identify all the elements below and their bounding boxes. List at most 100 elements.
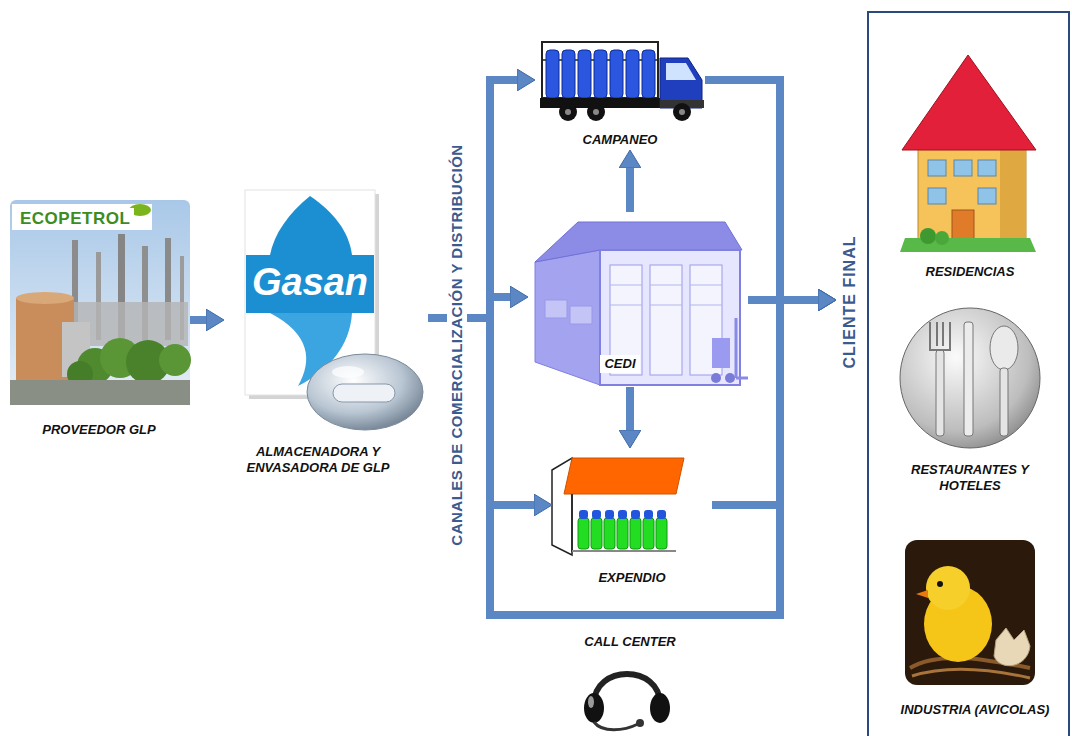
- refinery-photo: [12, 204, 152, 230]
- flow-arrow: [190, 316, 206, 324]
- truck-icon: [666, 63, 696, 80]
- refinery-photo: [159, 344, 191, 376]
- house-icon: [978, 160, 996, 176]
- truck-icon: [626, 50, 639, 98]
- channel-bracket: [490, 80, 780, 615]
- channel-bracket: [490, 80, 780, 615]
- outlet-icon: [656, 518, 667, 549]
- channel-box: EXPENDIO: [552, 448, 712, 588]
- warehouse-icon: [570, 306, 592, 324]
- plant-logo: [270, 196, 352, 255]
- cutlery-icon: [900, 308, 1040, 448]
- truck-icon: [587, 103, 605, 121]
- cutlery-icon: [1000, 368, 1008, 436]
- cutlery-icon: [990, 326, 1018, 370]
- caption: PROVEEDOR GLP: [42, 422, 155, 438]
- caption: CEDI: [600, 355, 639, 373]
- outlet-icon: [604, 518, 615, 549]
- caption: RESTAURANTES Y HOTELES: [890, 462, 1050, 495]
- chick-photo: [912, 669, 1030, 678]
- headset-icon: [636, 719, 644, 727]
- warehouse-icon: [735, 318, 738, 378]
- text-slot: RESIDENCIAS: [926, 264, 1015, 280]
- logo-text: ECOPETROL: [16, 208, 134, 230]
- outlet-icon: [644, 510, 653, 519]
- refinery-photo: [10, 200, 191, 405]
- outlet-icon: [643, 518, 654, 549]
- truck-icon: [546, 50, 559, 98]
- refinery-photo: [16, 292, 74, 304]
- supplier-box: ECOPETROL PROVEEDOR GLP: [8, 196, 190, 440]
- refinery-photo: [10, 200, 190, 405]
- logo-text: Gasan: [252, 260, 368, 306]
- house-icon: [900, 238, 1036, 252]
- outlet-icon: [631, 510, 640, 519]
- channel-box: CAMPANEO: [535, 30, 705, 150]
- plant-logo: [332, 366, 364, 378]
- flow-arrow: [712, 300, 818, 505]
- text-slot: Gasan: [252, 260, 368, 306]
- truck-icon: [610, 50, 623, 98]
- warehouse-icon: [650, 265, 682, 375]
- warehouse-icon: [725, 373, 735, 383]
- house-icon: [928, 160, 946, 176]
- headset-icon: [584, 693, 604, 723]
- flow-arrow: [626, 387, 634, 430]
- text-slot: CAMPANEO: [583, 132, 658, 148]
- plant-logo: [307, 354, 423, 430]
- house-icon: [954, 160, 972, 176]
- truck-icon: [565, 109, 571, 115]
- truck-icon: [594, 50, 607, 98]
- house-icon: [952, 210, 974, 240]
- truck-icon: [593, 109, 599, 115]
- outlet-icon: [572, 550, 676, 552]
- truck-icon: [562, 50, 575, 98]
- caption: CALL CENTER: [584, 634, 675, 650]
- house-icon: [978, 188, 996, 204]
- truck-icon: [559, 103, 577, 121]
- house-icon: [900, 55, 1036, 252]
- outlet-icon: [578, 518, 589, 549]
- warehouse-icon: [712, 338, 730, 368]
- chick-photo: [926, 566, 970, 610]
- text-slot: CALL CENTER: [584, 634, 675, 650]
- warehouse-icon: [600, 250, 740, 385]
- caption: CAMPANEO: [583, 132, 658, 148]
- channel-box: CEDI: [528, 212, 748, 387]
- warehouse-icon: [711, 373, 721, 383]
- outlet-icon: [591, 518, 602, 549]
- region-heading: CLIENTE FINAL: [840, 236, 859, 369]
- plant-box: GasanALMACENADORA Y ENVASADORA DE GLP: [224, 188, 428, 478]
- chick-photo: [905, 540, 1035, 685]
- warehouse-icon: [535, 250, 600, 385]
- flow-arrow: [428, 80, 517, 318]
- house-icon: [902, 55, 1036, 150]
- truck-icon: [642, 50, 655, 98]
- outlet-icon: [552, 458, 684, 555]
- truck-icon: [679, 109, 685, 115]
- headset-icon: [650, 693, 670, 723]
- cutlery-icon: [964, 322, 973, 436]
- headset-icon: [594, 722, 638, 730]
- headset-icon: [588, 696, 594, 708]
- house-icon: [920, 228, 936, 244]
- headset-icon: [594, 674, 660, 704]
- cutlery-icon: [930, 322, 950, 350]
- flow-arrow: [626, 168, 634, 212]
- warehouse-icon: [736, 377, 748, 380]
- client-region-border: [868, 12, 1069, 736]
- house-icon: [935, 231, 949, 245]
- truck-icon: [578, 50, 591, 98]
- flow-arrow: [428, 318, 534, 505]
- caption: ALMACENADORA Y ENVASADORA DE GLP: [218, 444, 418, 477]
- warehouse-icon: [545, 300, 567, 318]
- outlet-icon: [592, 510, 601, 519]
- outlet-icon: [605, 510, 614, 519]
- caption: INDUSTRIA (AVICOLAS): [901, 702, 1050, 718]
- text-slot: ECOPETROL: [16, 208, 134, 230]
- chick-photo: [916, 590, 928, 598]
